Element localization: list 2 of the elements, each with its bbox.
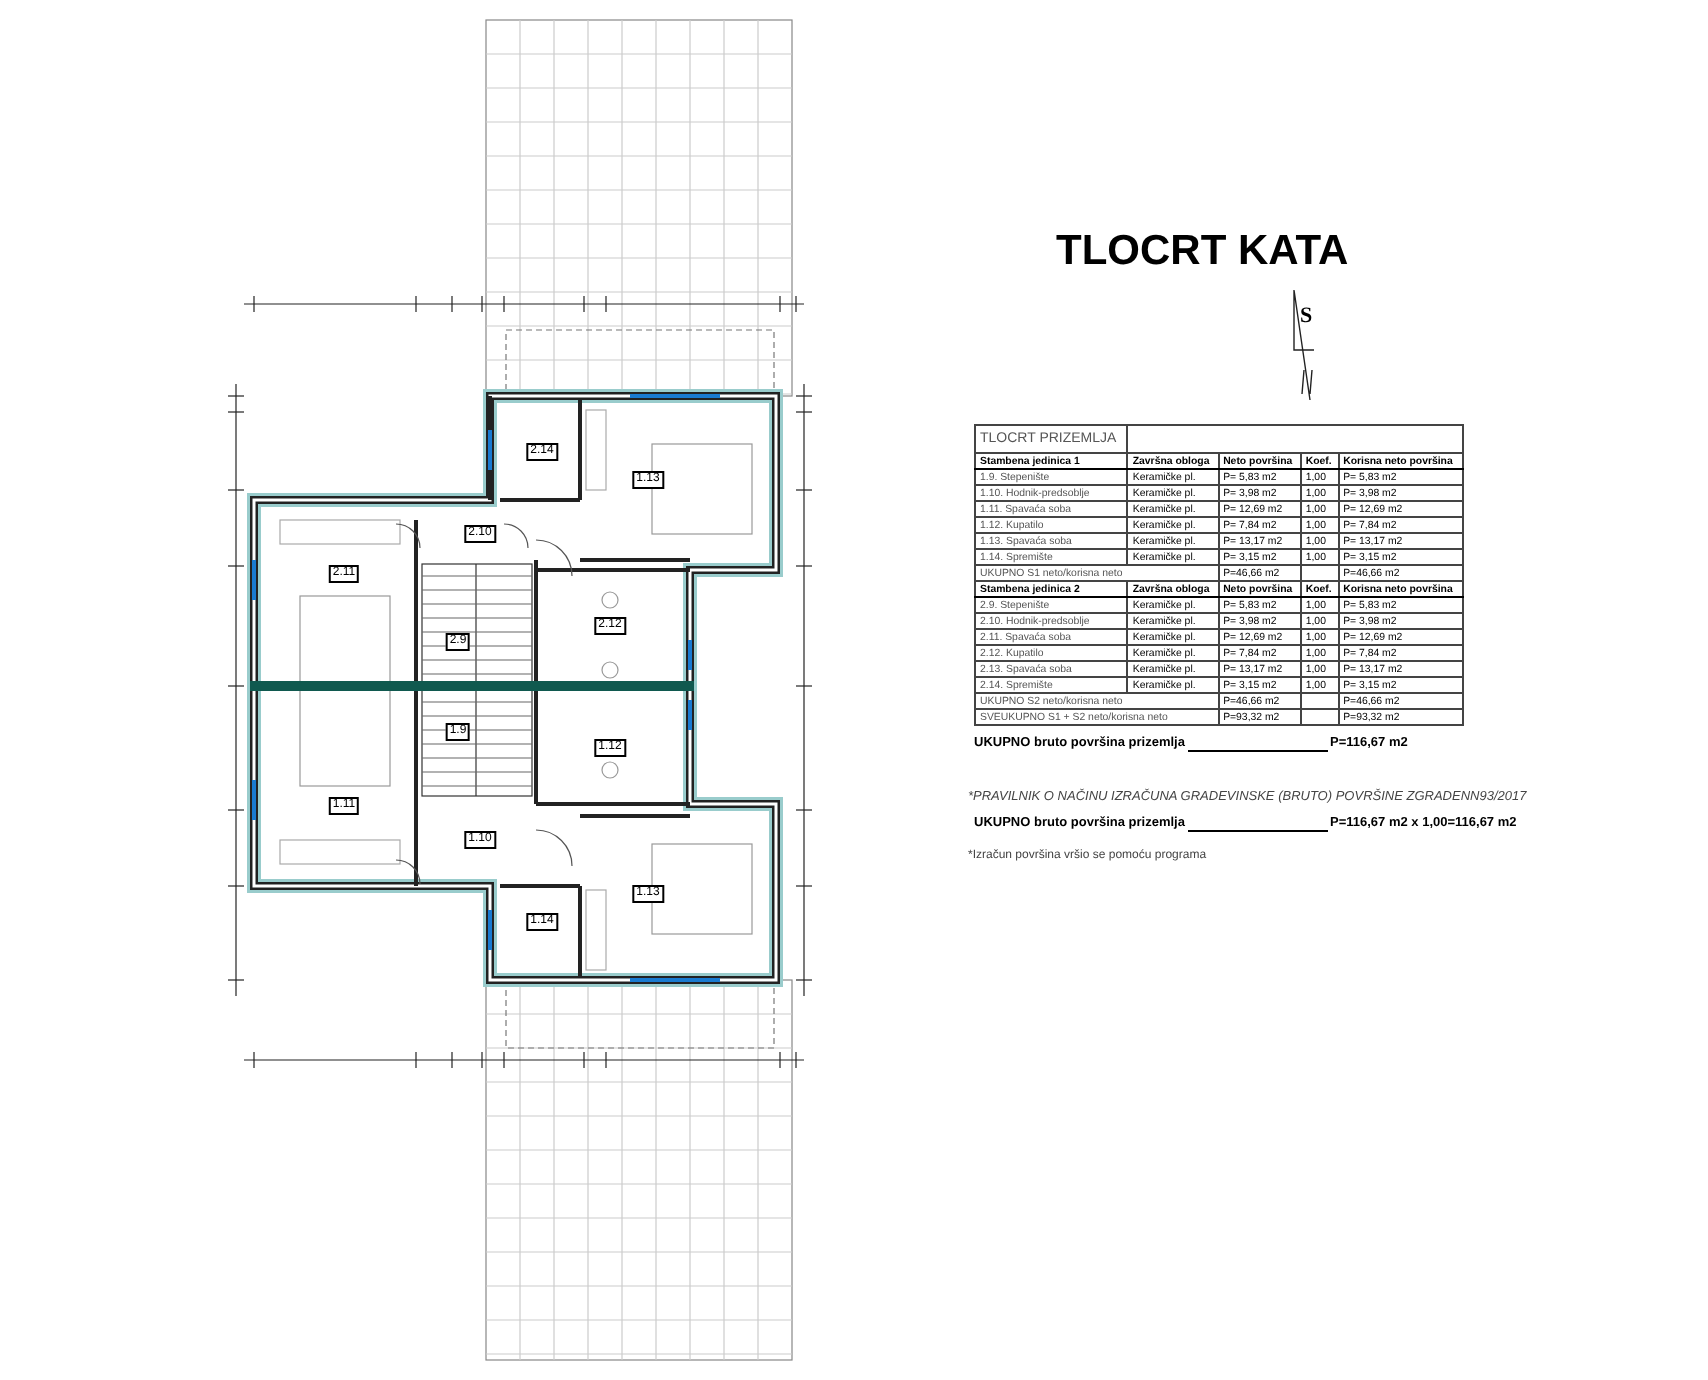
title: TLOCRT KATA — [1056, 228, 1349, 276]
north-label: S — [1300, 304, 1313, 328]
